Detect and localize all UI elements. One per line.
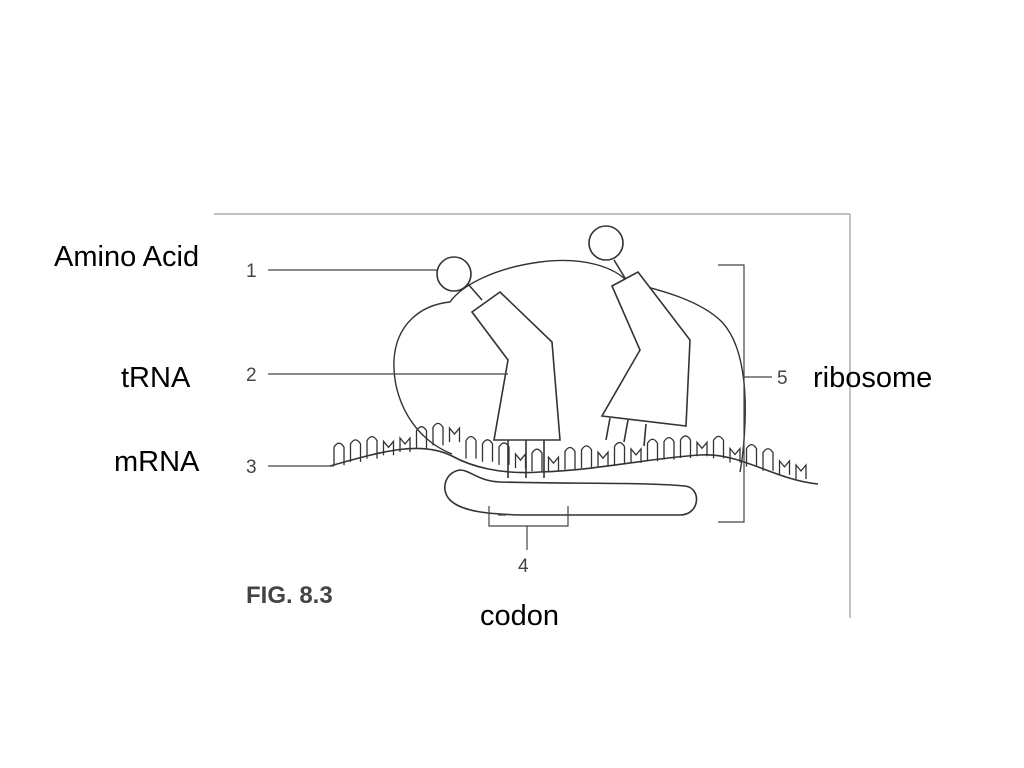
mrna-base [399, 436, 411, 452]
callout-number-3: 3 [246, 457, 257, 478]
mrna-base [795, 463, 807, 479]
label-trna: tRNA [121, 362, 191, 394]
label-mrna: mRNA [114, 446, 200, 478]
mrna-base [514, 452, 527, 469]
mrna-base [729, 446, 741, 463]
label-codon: codon [480, 600, 560, 632]
mrna-base [432, 422, 444, 446]
callout-number-1: 1 [246, 261, 257, 282]
mrna-base [415, 426, 428, 449]
callout-number-5: 5 [777, 368, 788, 389]
mrna-base [547, 455, 560, 472]
amino-acid-circle-left [436, 256, 472, 292]
mrna-base [613, 441, 626, 465]
label-amino-acid: Amino Acid [54, 241, 200, 273]
mrna-base [564, 446, 576, 470]
mrna-base [778, 459, 791, 475]
mrna-base [498, 442, 510, 465]
mrna-base [531, 448, 543, 472]
mrna-base [696, 440, 708, 457]
mrna-base [382, 439, 395, 456]
mrna-base [762, 448, 774, 471]
mrna-base [448, 426, 461, 443]
trna-right [588, 225, 691, 447]
mrna-base [481, 439, 494, 462]
amino-acid-circle-right [588, 225, 624, 261]
figure-frame [214, 213, 851, 618]
mrna-base [646, 438, 659, 462]
mrna-base [679, 435, 692, 458]
callout-number-2: 2 [246, 365, 257, 386]
callout-lines [268, 264, 772, 550]
mrna-base [630, 447, 642, 463]
mrna-base [366, 435, 378, 459]
mrna-base [333, 442, 345, 466]
mrna-base [712, 435, 725, 459]
label-ribosome: ribosome [813, 362, 933, 394]
mrna-base [349, 439, 362, 462]
figure-caption: FIG. 8.3 [246, 582, 333, 609]
ribosome-large-subunit [393, 259, 746, 473]
mrna-base [465, 436, 477, 459]
mrna-base [745, 443, 758, 467]
mrna-backbone [329, 447, 819, 485]
mrna-bases [333, 422, 807, 479]
mrna-base [663, 436, 675, 460]
mrna-base [580, 445, 593, 468]
mrna-base [597, 450, 609, 467]
callout-number-4: 4 [518, 556, 529, 577]
trna-left [436, 256, 561, 478]
ribosome-small-subunit [444, 469, 698, 516]
